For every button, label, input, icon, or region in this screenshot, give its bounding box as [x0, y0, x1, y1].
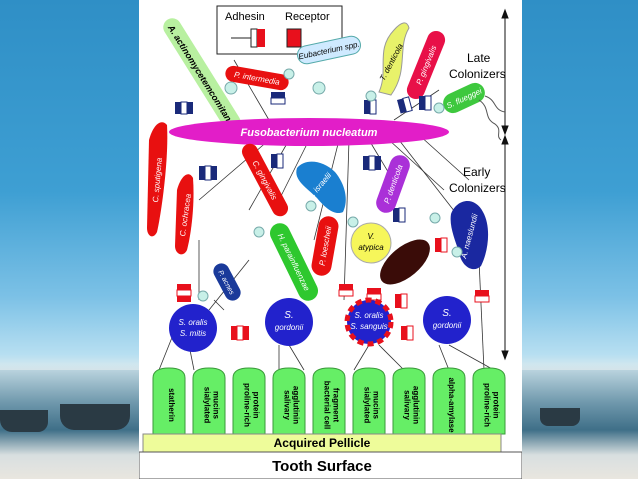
- legend-receptor-label: Receptor: [285, 11, 330, 23]
- pellicle-receptor-shape: [392, 367, 426, 435]
- pellicle-receptor-label: sialylated: [203, 387, 212, 424]
- pellicle-receptor-label: proline-rich: [483, 383, 492, 427]
- phase-arrows: [501, 8, 509, 361]
- acquired-pellicle-label: Acquired Pellicle: [274, 436, 371, 450]
- pellicle-receptor-label: salivary: [283, 390, 292, 420]
- s-oralis-sanguis-cell: S. oralis S. sanguis: [344, 297, 394, 347]
- late-colonizers-label-1: Late: [467, 51, 491, 65]
- late-colonizers-label-2: Colonizers: [449, 67, 506, 81]
- s-gordonii-1-label-2: gordonii: [275, 323, 304, 332]
- p-loescheii-cell: P. loescheii: [311, 216, 339, 276]
- s-gordonii-cell-1: S. gordonii: [265, 298, 313, 346]
- v-atypica-label-2: atypica: [358, 243, 384, 252]
- v-atypica-label-1: V.: [368, 232, 375, 241]
- legend-receptor-icon: [286, 28, 302, 48]
- early-colonizers-label-1: Early: [463, 165, 490, 179]
- s-gordonii-cell-2: S. gordonii: [423, 296, 471, 344]
- s-flueggei-cell: S. flueggei: [443, 82, 506, 141]
- c-ochracea-cell: C. ochracea: [175, 174, 194, 255]
- c-gingivalis-cell: C. gingivalis: [241, 143, 289, 217]
- c-sputigena-cell: C. sputigena: [147, 122, 168, 237]
- pellicle-receptor-label: fragment: [332, 388, 341, 423]
- s-oralis-sanguis-label-2: S. sanguis: [350, 322, 387, 331]
- pellicle-receptor-label: protein: [252, 391, 261, 418]
- pellicle-receptor-shape: [192, 367, 226, 435]
- legend-adhesin-icon: [250, 28, 258, 48]
- s-oralis-mitis-label-2: S. mitis: [180, 329, 206, 338]
- pellicle-receptor-label: statherin: [167, 388, 176, 422]
- pellicle-receptor-shape: [472, 367, 506, 435]
- pellicle-receptor-label: bacterial cell: [323, 381, 332, 429]
- eubacterium-cell: Eubacterium spp.: [297, 35, 361, 65]
- pellicle-receptor-label: mucins: [212, 391, 221, 420]
- pellicle-receptor-shape: [312, 367, 346, 435]
- oral-biofilm-diagram: Late Colonizers Early Colonizers Adhesin…: [138, 5, 523, 480]
- p-gingivalis-cell: P. gingivalis: [406, 30, 446, 100]
- pellicle-receptor-label: sialylated: [363, 387, 372, 424]
- a-israelii-cell: A. israelii: [296, 161, 346, 214]
- pellicle-receptor-label: mucins: [372, 391, 381, 420]
- p-acnes-cell: P. acnes: [213, 263, 241, 301]
- pellicle-receptor-shape: [432, 367, 466, 435]
- s-oralis-mitis-cell: S. oralis S. mitis: [169, 304, 217, 352]
- fusobacterium-nucleatum-cell: Fusobacterium nucleatum: [169, 118, 449, 146]
- s-gordonii-2-label-1: S.: [442, 308, 451, 319]
- pellicle-receptor-shape: [352, 367, 386, 435]
- legend-box: Adhesin Receptor: [216, 5, 343, 55]
- s-oralis-mitis-label-1: S. oralis: [179, 318, 208, 327]
- strep-adhesin-pairs: [176, 237, 490, 341]
- fuso-receptor-pairs: [175, 92, 432, 223]
- background-boat-left: [0, 410, 48, 432]
- t-denticola-cell: T. denticola: [378, 22, 410, 96]
- pellicle-receptor-label: salivary: [403, 390, 412, 420]
- legend-adhesin-label: Adhesin: [225, 11, 265, 23]
- early-colonizers-label-2: Colonizers: [449, 181, 506, 195]
- background-boat-right: [540, 408, 580, 426]
- tooth-surface-band: [138, 451, 523, 480]
- s-gordonii-2-label-2: gordonii: [433, 321, 462, 330]
- fusobacterium-label: Fusobacterium nucleatum: [241, 127, 378, 139]
- pellicle-receptor: alpha-amylase: [432, 367, 466, 435]
- pellicle-receptor: statherin: [152, 367, 186, 435]
- pellicle-receptor-label: alpha-amylase: [447, 377, 456, 433]
- diagram-panel: Late Colonizers Early Colonizers Adhesin…: [138, 0, 523, 480]
- pellicle-receptor-shape: [152, 367, 186, 435]
- c-sputigena-label: C. sputigena: [151, 157, 164, 203]
- pellicle-receptor-label: agglutinin: [412, 386, 421, 424]
- dark-brown-cell: [380, 239, 430, 285]
- pellicle-receptor-label: agglutinin: [292, 386, 301, 424]
- s-oralis-sanguis-label-1: S. oralis: [355, 311, 384, 320]
- v-atypica-cell: V. atypica: [350, 222, 392, 264]
- s-gordonii-1-label-1: S.: [284, 310, 293, 321]
- pellicle-receptor-shape: [232, 367, 266, 435]
- background-boat-middle: [60, 404, 130, 430]
- pellicle-receptor-label: protein: [492, 391, 501, 418]
- a-naeslundii-cell: A. naeslundii: [450, 200, 489, 270]
- p-denticola-cell: P. denticola: [376, 155, 410, 213]
- pellicle-receptor-shape: [272, 367, 306, 435]
- appendages: [197, 68, 463, 302]
- legend-adhesin-red-icon: [257, 29, 265, 47]
- p-intermedia-cell: P. intermedia: [225, 65, 289, 91]
- tooth-surface-label: Tooth Surface: [272, 458, 372, 475]
- pellicle-receptor-label: proline-rich: [243, 383, 252, 427]
